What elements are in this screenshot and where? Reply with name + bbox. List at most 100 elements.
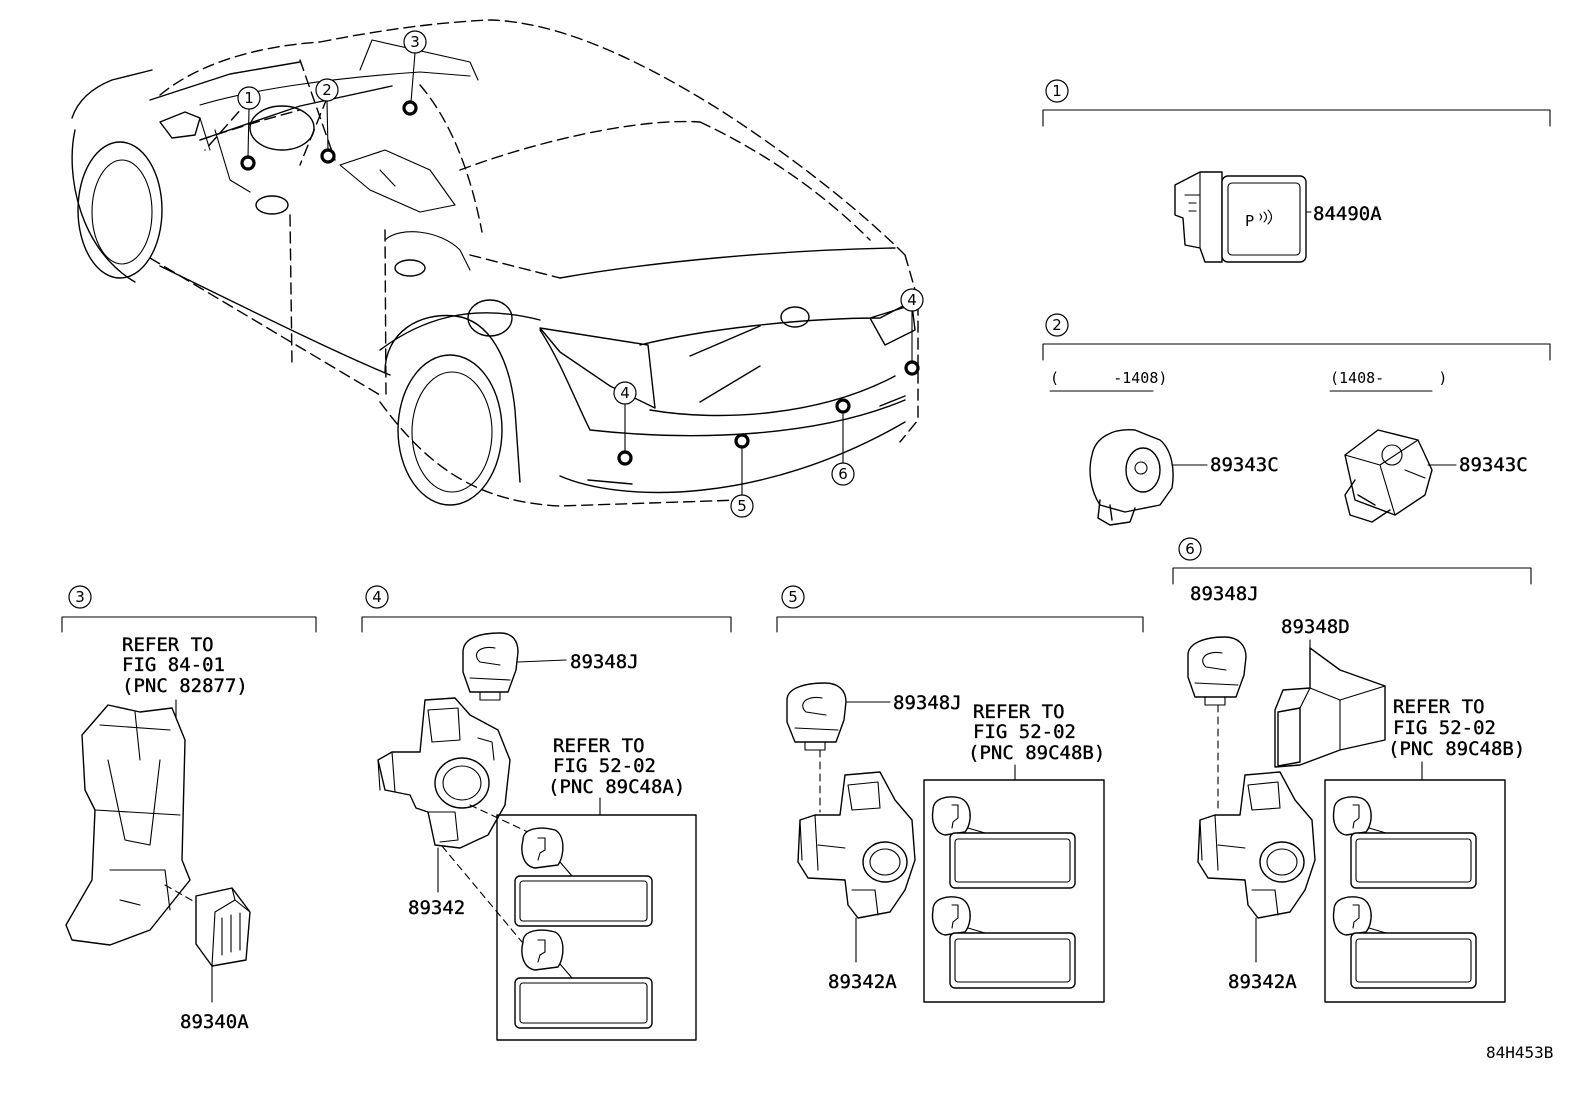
part-number-holder: 89342A bbox=[828, 971, 897, 993]
ref-cap-lower bbox=[931, 896, 971, 936]
sensor-location-dot bbox=[734, 433, 750, 449]
refer-note-line-1: REFER TO bbox=[973, 701, 1065, 723]
sensor-location-dot bbox=[320, 148, 336, 164]
car-callout-4-corner: 4 bbox=[900, 288, 924, 376]
vehicle-body-outline bbox=[71, 61, 916, 494]
ecu-leader bbox=[164, 884, 201, 906]
holder-detail bbox=[377, 707, 495, 843]
ref-cap-upper-detail bbox=[537, 837, 573, 877]
ecu-body bbox=[195, 887, 251, 967]
section-number: 1 bbox=[1052, 82, 1062, 100]
ref-cap-lower bbox=[521, 929, 564, 971]
sonar-waves-icon bbox=[1259, 209, 1273, 225]
sensor-location-dot bbox=[402, 100, 418, 116]
bracket-body bbox=[1274, 647, 1386, 768]
callout-number: 4 bbox=[907, 291, 917, 309]
sensor-body bbox=[1089, 429, 1174, 513]
sensor-retainer-cap bbox=[462, 632, 519, 701]
switch-housing bbox=[1174, 171, 1223, 263]
callout-number: 1 bbox=[244, 89, 254, 107]
part-number-cap: 89348J bbox=[893, 692, 962, 714]
section-1: 1 P 84490A bbox=[1042, 79, 1551, 263]
part-number-sensor-after: 89343C bbox=[1459, 454, 1528, 476]
ref-cap-upper-detail bbox=[1352, 804, 1387, 834]
vehicle-interior bbox=[174, 39, 479, 271]
callout-circle bbox=[315, 78, 339, 102]
section-number: 3 bbox=[75, 588, 85, 606]
section-number: 2 bbox=[1052, 316, 1062, 334]
sensor-retainer-cap bbox=[1187, 636, 1247, 706]
callout-number: 5 bbox=[737, 497, 747, 515]
refer-note-line-3: (PNC 89C48B) bbox=[1388, 738, 1525, 760]
switch-face-inner bbox=[1227, 182, 1301, 256]
refer-note-line-1: REFER TO bbox=[553, 735, 645, 757]
ref-plate-upper bbox=[949, 832, 1076, 889]
ref-cap-lower-detail bbox=[1352, 904, 1387, 934]
sensor-holder bbox=[377, 697, 511, 849]
part-number-holder: 89342A bbox=[1228, 971, 1297, 993]
ref-cap-upper bbox=[931, 796, 971, 836]
sensor-clip bbox=[1097, 499, 1136, 526]
ref-cap-lower-detail bbox=[951, 904, 986, 934]
part-number-ecu: 89340A bbox=[180, 1011, 249, 1033]
sensor-after bbox=[1344, 429, 1433, 523]
car-callout-6: 6 bbox=[831, 398, 855, 486]
sensor-location-dot bbox=[835, 398, 851, 414]
section-number: 5 bbox=[788, 588, 798, 606]
sensor-connector bbox=[1344, 479, 1391, 523]
sensor-retainer-cap bbox=[786, 682, 847, 751]
refer-note-line-2: FIG 84-01 bbox=[122, 654, 225, 676]
callout-circle bbox=[237, 86, 261, 110]
callout-leader bbox=[247, 108, 250, 158]
section-bracket bbox=[1042, 343, 1551, 361]
refer-note-line-3: (PNC 82877) bbox=[122, 675, 248, 697]
refer-note-line-3: (PNC 89C48B) bbox=[968, 742, 1105, 764]
sensor-location-dot bbox=[240, 155, 256, 171]
car-callout-1: 1 bbox=[237, 86, 261, 171]
date-range-after: (1408- ) bbox=[1330, 369, 1447, 387]
sensor-face bbox=[1125, 447, 1161, 493]
refer-note-line-1: REFER TO bbox=[1393, 696, 1485, 718]
section-number-circle bbox=[1178, 537, 1202, 561]
cap-detail bbox=[469, 646, 511, 701]
callout-leader bbox=[410, 52, 416, 103]
part-number-cap: 89348J bbox=[570, 651, 639, 673]
cap-body bbox=[786, 682, 847, 743]
referenced-parts-box bbox=[923, 779, 1105, 1003]
front-wheel bbox=[77, 141, 163, 279]
sensor-face-center bbox=[1134, 461, 1148, 475]
rear-wheel bbox=[397, 354, 503, 506]
cap-detail bbox=[794, 696, 839, 751]
callout-circle bbox=[730, 494, 754, 518]
holder-detail bbox=[1199, 781, 1281, 916]
mounting-bracket bbox=[65, 704, 191, 946]
section-bracket bbox=[776, 616, 1144, 633]
refer-note-line-2: FIG 52-02 bbox=[1393, 717, 1496, 739]
section-3: 3 REFER TO FIG 84-01 (PNC 82877) 89340A bbox=[61, 585, 317, 1033]
section-4: 4 89348J 89342 REFER TO FIG 52-02 (PNC 8… bbox=[361, 585, 732, 1041]
sensor-bracket bbox=[1274, 647, 1386, 768]
callout-number: 4 bbox=[620, 384, 630, 402]
section-number-circle bbox=[68, 585, 92, 609]
section-2: 2 ( -1408) (1408- ) 89343C 89343C bbox=[1042, 313, 1551, 526]
ref-cap-upper bbox=[1332, 796, 1372, 836]
switch-face bbox=[1221, 175, 1307, 263]
section-number-circle bbox=[365, 585, 389, 609]
callout-circle bbox=[900, 288, 924, 312]
cap-detail bbox=[1194, 651, 1239, 706]
date-range-before: ( -1408) bbox=[1050, 369, 1167, 387]
ref-plate-upper-inner bbox=[519, 880, 648, 922]
section-bracket bbox=[1042, 109, 1551, 127]
refer-note-line-2: FIG 52-02 bbox=[973, 721, 1076, 743]
sensor-face bbox=[1381, 444, 1403, 466]
section-number-circle bbox=[1045, 313, 1069, 337]
section-number-circle bbox=[781, 585, 805, 609]
callout-number: 6 bbox=[838, 465, 848, 483]
sensor-holder bbox=[797, 771, 916, 919]
switch-housing-detail bbox=[1184, 171, 1201, 249]
section-bracket bbox=[1172, 567, 1532, 585]
sensor-holder bbox=[1197, 771, 1316, 919]
rear-rim bbox=[411, 371, 493, 493]
ultrasonic-sensor-face bbox=[869, 848, 901, 876]
ultrasonic-sensor-face bbox=[442, 765, 482, 801]
